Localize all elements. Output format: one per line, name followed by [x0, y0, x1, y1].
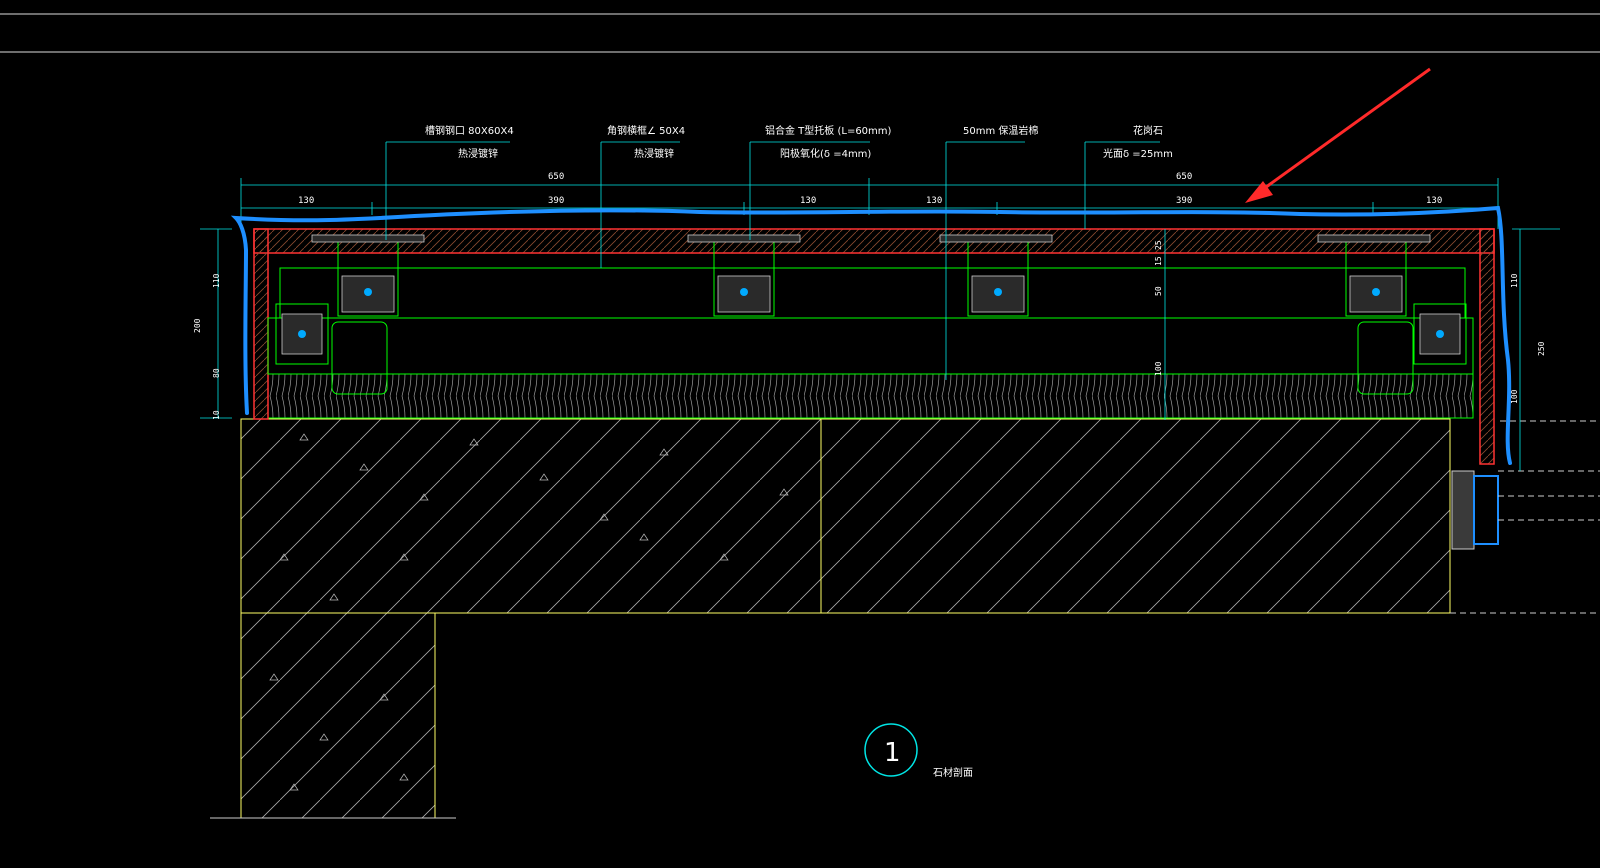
section-number: 1 [884, 738, 901, 768]
label-insulation: 50mm 保温岩棉 [963, 124, 1038, 137]
red-arrow [1245, 67, 1431, 203]
section-title: 石材剖面 [933, 766, 973, 779]
label-al-connector: 铝合金 T型托板 (L=60mm) [765, 124, 892, 137]
dim-right-2: 250 [1537, 341, 1546, 356]
insulation-band [267, 373, 1474, 419]
dim-mid-2: 15 [1154, 256, 1163, 266]
dim-left-4: 10 [212, 410, 221, 420]
label-steel-channel-note: 热浸镀锌 [458, 147, 498, 160]
steel-framing [267, 235, 1474, 395]
window-frame [1450, 420, 1600, 614]
dim-top-part-6: 130 [1426, 196, 1442, 206]
label-al-connector-note: 阳极氧化(δ =4mm) [780, 147, 871, 160]
dim-top-total-right: 650 [1176, 172, 1192, 182]
dim-top-part-4: 130 [926, 196, 942, 206]
dim-top-part-2: 390 [548, 196, 564, 206]
concrete-structure [210, 418, 1451, 819]
label-steel-channel: 槽钢钢口 80X60X4 [425, 124, 514, 137]
dim-mid-4: 100 [1154, 361, 1163, 376]
dimension-lines [200, 141, 1560, 471]
dim-top-total-left: 650 [548, 172, 564, 182]
label-granite-note: 光面δ =25mm [1103, 147, 1173, 160]
dim-top-part-5: 390 [1176, 196, 1192, 206]
markup-outline [230, 205, 1512, 465]
dim-top-part-3: 130 [800, 196, 816, 206]
connector-blocks [281, 234, 1461, 355]
dim-mid-1: 25 [1154, 240, 1163, 250]
label-angle-steel: 角钢横框∠ 50X4 [607, 124, 685, 137]
dim-right-1: 110 [1510, 273, 1519, 288]
label-granite: 花岗石 [1133, 124, 1163, 137]
dim-left-2: 200 [193, 318, 202, 333]
label-angle-steel-note: 热浸镀锌 [634, 147, 674, 160]
dim-mid-3: 50 [1154, 286, 1163, 296]
dim-left-3: 80 [212, 368, 221, 378]
dim-right-3: 100 [1510, 389, 1519, 404]
dim-left-1: 110 [212, 273, 221, 288]
granite-panel [253, 228, 1495, 465]
section-marker-circle [864, 723, 918, 777]
dim-top-part-1: 130 [298, 196, 314, 206]
